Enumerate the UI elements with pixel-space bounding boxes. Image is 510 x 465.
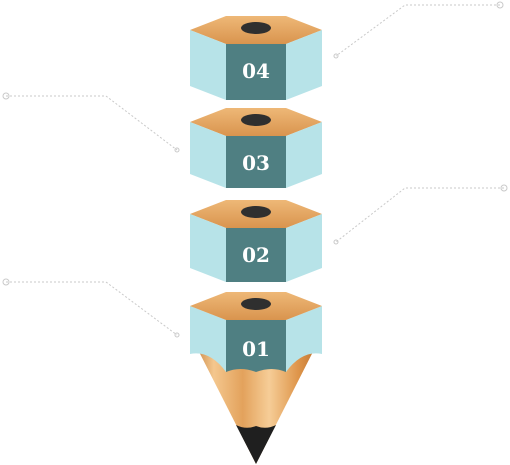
segment-number-04: 04 — [242, 59, 270, 83]
connector-dot-02 — [500, 184, 508, 192]
connector-lines — [2, 1, 508, 338]
segment-right-face — [286, 306, 322, 372]
pencil-segment-02: 02 — [190, 200, 322, 282]
segment-hole — [241, 206, 271, 218]
pencil-segment-04: 04 — [190, 16, 322, 100]
segment-hole — [241, 114, 271, 126]
segment-hole — [241, 298, 271, 310]
segment-center-face — [226, 228, 286, 282]
connector-line-01 — [6, 281, 178, 336]
segment-center-face — [226, 44, 286, 100]
segment-right-face — [286, 122, 322, 188]
pencil-segment-03: 03 — [190, 108, 322, 188]
connector-line-03 — [6, 95, 178, 151]
pencil-segment-01: 01 — [190, 292, 322, 464]
segment-hole — [241, 22, 271, 34]
segment-left-face — [190, 306, 226, 372]
connector-dot-03 — [2, 92, 10, 100]
segment-number-02: 02 — [242, 243, 270, 267]
segment-right-face — [286, 214, 322, 282]
segment-number-03: 03 — [242, 151, 270, 175]
connector-line-02 — [335, 187, 504, 243]
segment-number-01: 01 — [242, 337, 270, 361]
connector-line-04 — [335, 4, 500, 57]
connector-dot-01 — [2, 278, 10, 286]
connector-dot-04 — [496, 1, 504, 9]
segment-center-face — [226, 136, 286, 188]
segment-left-face — [190, 30, 226, 100]
segment-left-face — [190, 122, 226, 188]
pencil-lead-tip — [236, 425, 276, 464]
segment-right-face — [286, 30, 322, 100]
segment-left-face — [190, 214, 226, 282]
segment-center-face — [226, 320, 286, 372]
